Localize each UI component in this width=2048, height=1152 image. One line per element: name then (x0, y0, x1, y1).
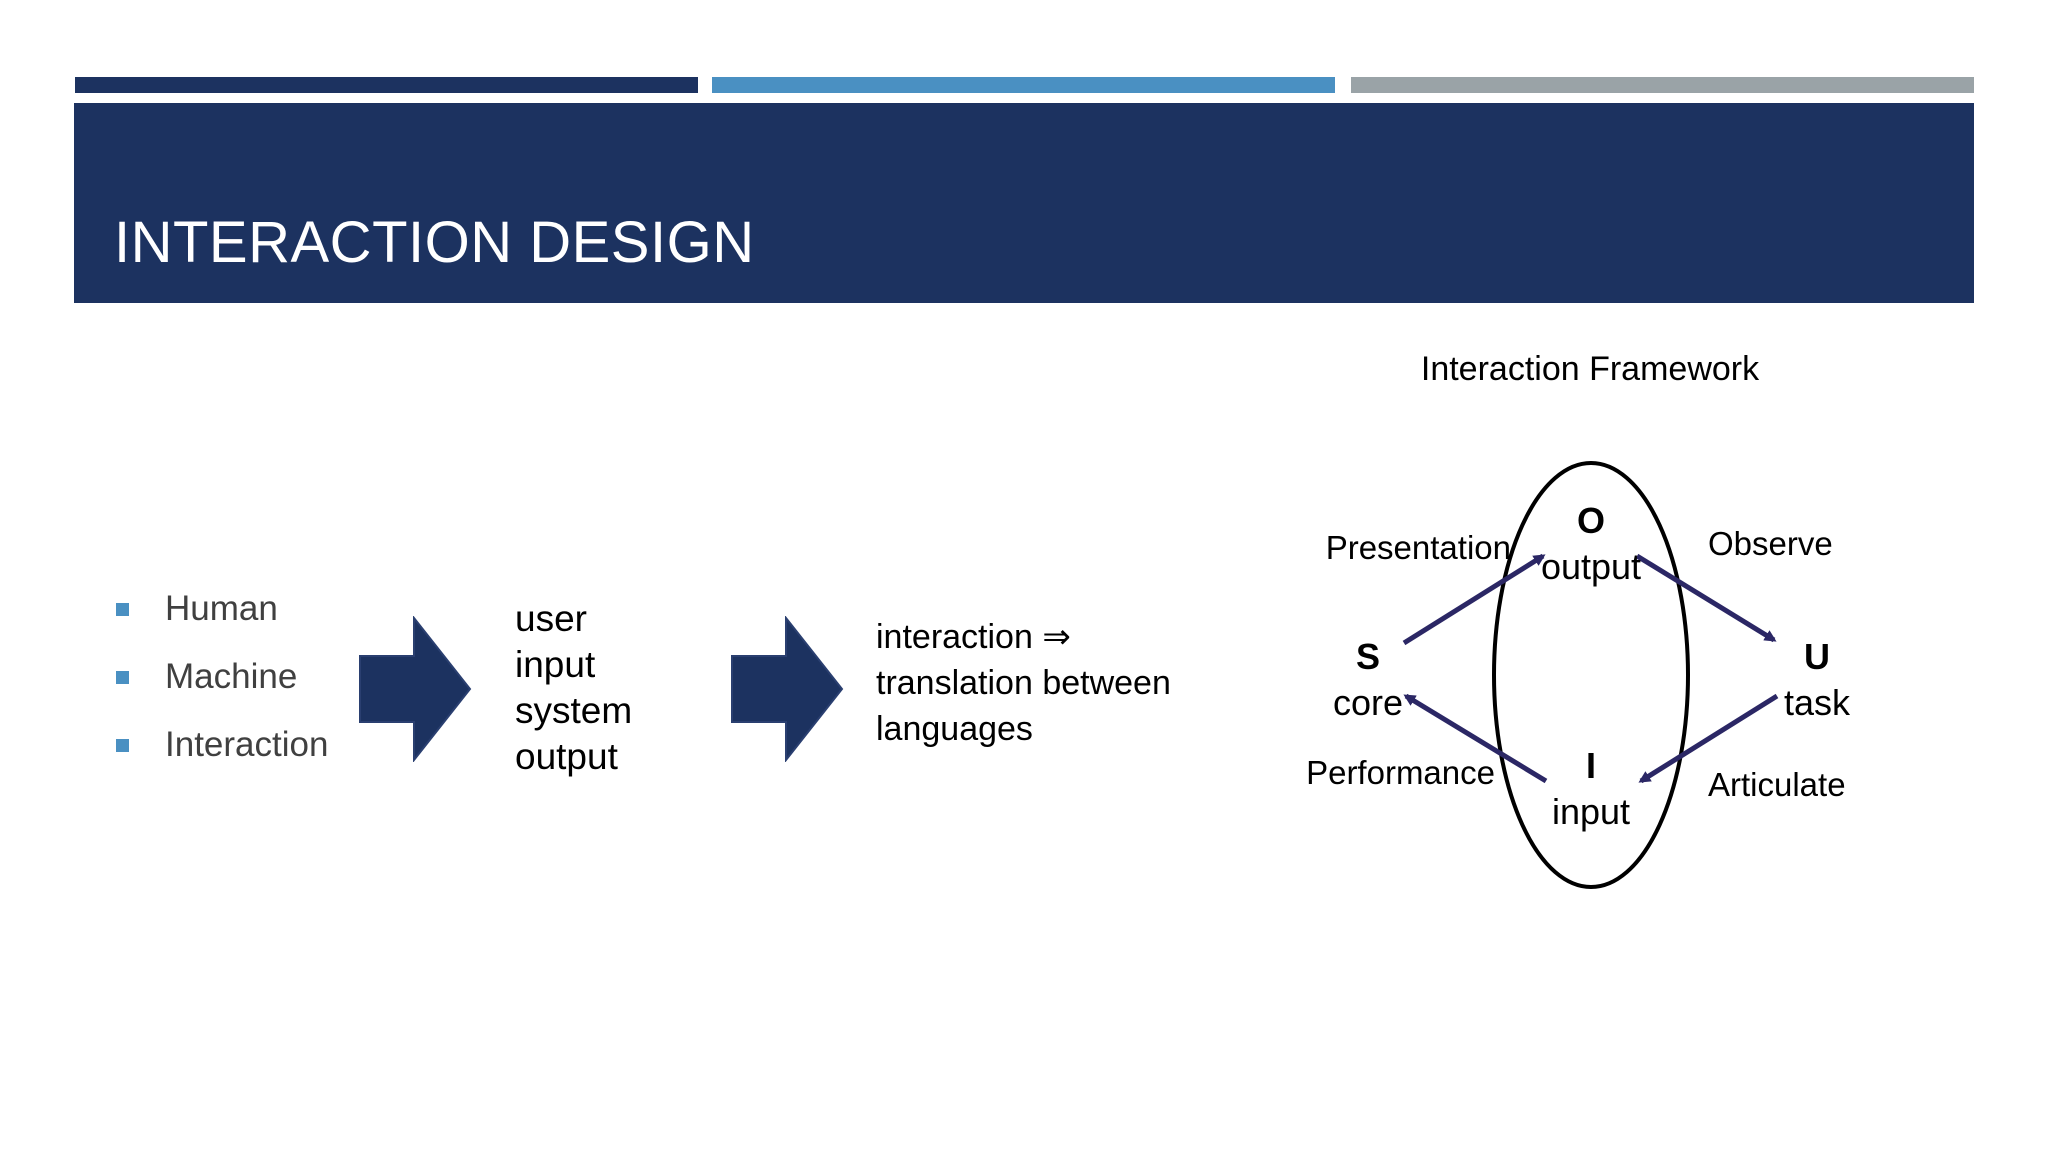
bullet-item: Human (114, 575, 328, 643)
input-label: input (1552, 791, 1630, 832)
stack-item-user: user (515, 598, 587, 639)
interaction-description: interaction ⇒ translation between langua… (876, 614, 1171, 752)
stack-item-system: system (515, 690, 633, 731)
framework-title: Interaction Framework (1420, 350, 1760, 388)
header-stripe-gray (1351, 77, 1974, 93)
performance-label: Performance (1306, 754, 1495, 791)
interaction-framework-diagram: O output S core U task I input Presentat… (1306, 461, 1851, 889)
right-arrow-icon (731, 616, 844, 762)
articulate-label: Articulate (1708, 766, 1846, 803)
right-arrow-icon (359, 616, 472, 762)
stack-list: user input system output (515, 596, 632, 780)
square-bullet-icon (116, 603, 129, 616)
articulate-arrow (1638, 693, 1779, 784)
performance-arrow (1403, 693, 1548, 784)
description-line: interaction ⇒ (876, 618, 1071, 656)
bullet-label: Machine (165, 657, 298, 696)
bullet-item: Interaction (114, 711, 328, 779)
bullet-label: Human (165, 589, 278, 628)
observe-arrow (1635, 553, 1777, 643)
system-letter: S (1356, 636, 1380, 677)
bullet-label: Interaction (165, 725, 329, 764)
header-stripe-dark (75, 77, 698, 93)
square-bullet-icon (116, 671, 129, 684)
stack-item-output: output (515, 736, 618, 777)
description-line: languages (876, 710, 1033, 748)
output-label: output (1541, 546, 1641, 587)
system-label: core (1333, 682, 1403, 723)
stack-item-input: input (515, 644, 596, 685)
user-letter: U (1804, 636, 1830, 677)
input-letter: I (1586, 745, 1596, 786)
observe-label: Observe (1708, 525, 1833, 562)
bullet-list: Human Machine Interaction (114, 575, 328, 779)
interface-ellipse (1492, 461, 1690, 889)
header-stripe-blue (712, 77, 1335, 93)
presentation-arrow (1402, 553, 1546, 646)
presentation-label: Presentation (1326, 529, 1511, 566)
output-letter: O (1577, 500, 1605, 541)
slide-title: INTERACTION DESIGN (114, 210, 755, 275)
title-bar: INTERACTION DESIGN (74, 103, 1974, 303)
description-line: translation between (876, 664, 1171, 702)
square-bullet-icon (116, 739, 129, 752)
bullet-item: Machine (114, 643, 328, 711)
user-label: task (1784, 682, 1851, 723)
